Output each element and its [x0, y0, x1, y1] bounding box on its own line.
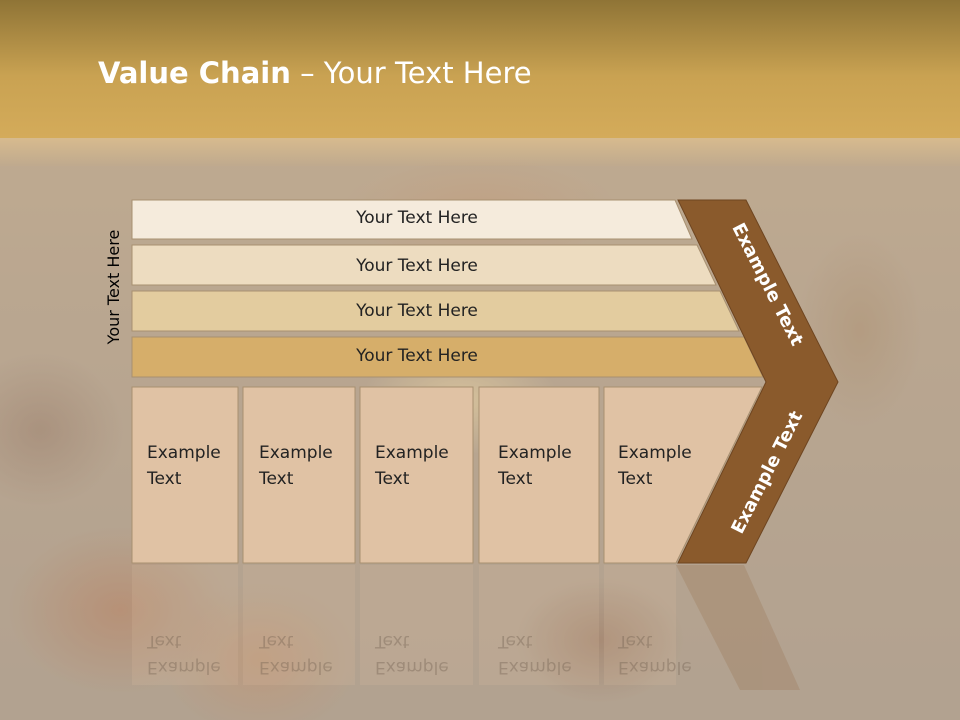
- column-box-2[interactable]: [242, 386, 356, 564]
- reflection-line1: Example: [618, 657, 692, 677]
- column-label-4-line1: Example: [498, 443, 572, 463]
- column-label-4: Example Text: [498, 440, 572, 492]
- column-label-3: Example Text: [375, 440, 449, 492]
- reflection-line2: Text: [147, 631, 182, 651]
- reflection-line1: Example: [147, 657, 221, 677]
- reflection-line2: Text: [618, 631, 653, 651]
- column-label-5-reflection: Example Text: [618, 628, 692, 680]
- reflection-line1: Example: [259, 657, 333, 677]
- column-label-5-line1: Example: [618, 443, 692, 463]
- row-bar-4[interactable]: [131, 336, 764, 378]
- column-label-1-reflection: Example Text: [147, 628, 221, 680]
- column-label-1-line2: Text: [147, 469, 182, 489]
- slide-title[interactable]: Value Chain – Your Text Here: [98, 56, 532, 90]
- reflection-line2: Text: [375, 631, 410, 651]
- reflection: [132, 565, 800, 690]
- title-bar: [0, 0, 960, 138]
- row-bar-1[interactable]: [131, 199, 693, 240]
- row-label-2: Your Text Here: [356, 256, 478, 276]
- title-rest: – Your Text Here: [290, 56, 532, 90]
- row-bar-2[interactable]: [131, 244, 717, 286]
- column-label-4-reflection: Example Text: [498, 628, 572, 680]
- row-bar-3[interactable]: [131, 290, 740, 332]
- column-box-5[interactable]: [603, 386, 763, 564]
- column-box-4[interactable]: [478, 386, 600, 564]
- row-label-4: Your Text Here: [356, 346, 478, 366]
- column-label-5: Example Text: [618, 440, 692, 492]
- chevron-arrow[interactable]: [677, 199, 839, 564]
- column-label-1: Example Text: [147, 440, 221, 492]
- reflection-line1: Example: [375, 657, 449, 677]
- title-bar-shadow: [0, 138, 960, 166]
- row-label-3: Your Text Here: [356, 301, 478, 321]
- column-label-2: Example Text: [259, 440, 333, 492]
- column-label-3-line1: Example: [375, 443, 449, 463]
- column-label-3-line2: Text: [375, 469, 410, 489]
- column-label-4-line2: Text: [498, 469, 533, 489]
- column-label-3-reflection: Example Text: [375, 628, 449, 680]
- row-label-1: Your Text Here: [356, 208, 478, 228]
- reflection-line1: Example: [498, 657, 572, 677]
- column-label-5-line2: Text: [618, 469, 653, 489]
- reflection-line2: Text: [259, 631, 294, 651]
- column-box-1[interactable]: [131, 386, 239, 564]
- column-box-3[interactable]: [359, 386, 474, 564]
- title-bold: Value Chain: [98, 56, 291, 90]
- column-label-2-reflection: Example Text: [259, 628, 333, 680]
- column-label-1-line1: Example: [147, 443, 221, 463]
- column-label-2-line1: Example: [259, 443, 333, 463]
- reflection-line2: Text: [498, 631, 533, 651]
- column-label-2-line2: Text: [259, 469, 294, 489]
